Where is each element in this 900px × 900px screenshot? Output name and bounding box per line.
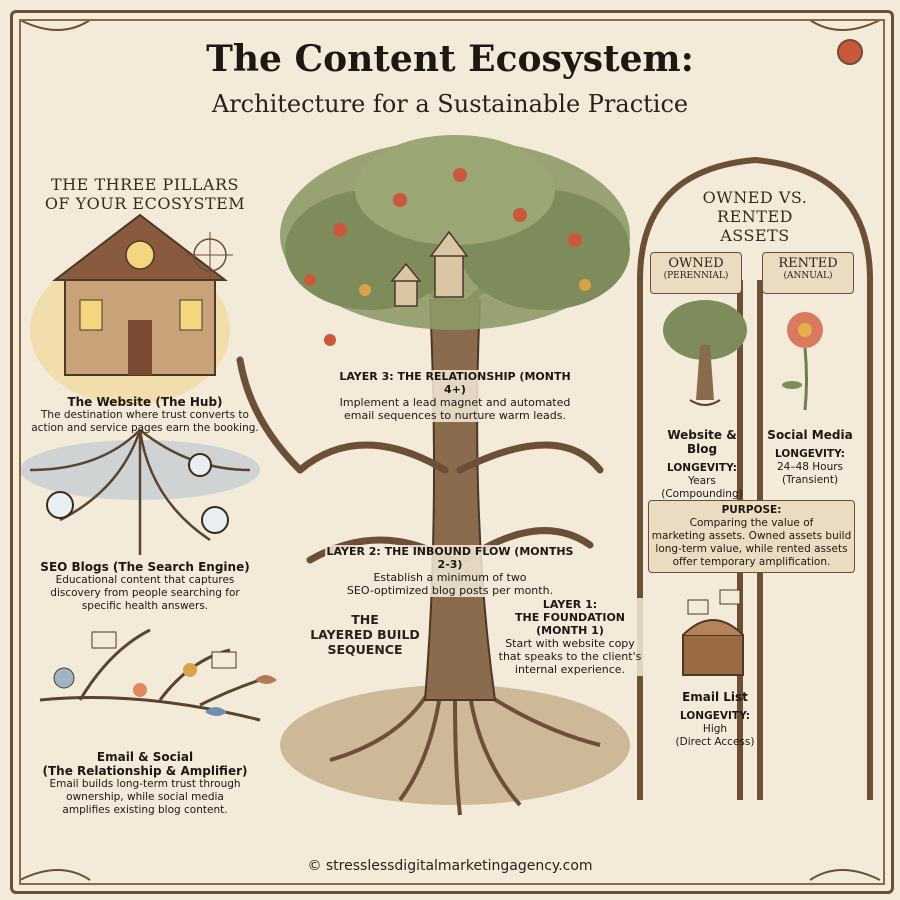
layer-2-title: LAYER 2: THE INBOUND FLOW (MONTHS 2-3) (326, 545, 574, 571)
layer-1-title-2: THE FOUNDATION (515, 611, 625, 624)
email-social-illustration (39, 628, 277, 722)
pillar-email-social: Email & Social (The Relationship & Ampli… (30, 750, 260, 817)
pillar-website-title: The Website (The Hub) (67, 395, 223, 409)
rented-longevity-label: LONGEVITY: (775, 448, 845, 460)
pillar-seo-desc-3: specific health answers. (81, 600, 209, 612)
pillar-email-desc-3: amplifies existing blog content. (62, 804, 228, 816)
email-longevity-label: LONGEVITY: (680, 710, 750, 722)
owned-tree-illustration (663, 300, 747, 406)
seo-roots-illustration (20, 429, 260, 555)
pillars-heading-line1: THE THREE PILLARS (51, 175, 239, 194)
rented-longevity-2: (Transient) (781, 474, 839, 486)
rented-banner: RENTED (ANNUAL) (762, 252, 854, 294)
layer-1-desc-2: that speaks to the client's (498, 650, 642, 663)
email-details: Email List LONGEVITY: High (Direct Acces… (660, 690, 770, 749)
layer-1-title-3: (MONTH 1) (536, 624, 604, 637)
purpose-line-1: Comparing the value of (689, 517, 814, 529)
owned-longevity-1: Years (688, 475, 716, 487)
owned-banner: OWNED (PERENNIAL) (650, 252, 742, 294)
pillar-website-desc-1: The destination where trust converts to (41, 409, 249, 421)
layer-3-desc-1: Implement a lead magnet and automated (339, 396, 571, 409)
pillar-seo-desc-1: Educational content that captures (55, 574, 235, 586)
pillar-seo: SEO Blogs (The Search Engine) Educationa… (30, 560, 260, 613)
purpose-banner: PURPOSE: Comparing the value of marketin… (648, 500, 855, 573)
page-frame (10, 10, 894, 894)
rented-longevity-1: 24–48 Hours (776, 461, 844, 473)
owned-label: OWNED (668, 256, 724, 271)
email-chest-illustration (682, 589, 744, 676)
layer-3-desc-2: email sequences to nurture warm leads. (344, 409, 566, 422)
layer-3-title: LAYER 3: THE RELATIONSHIP (MONTH 4+) (339, 370, 571, 396)
layer-2: LAYER 2: THE INBOUND FLOW (MONTHS 2-3) E… (325, 545, 575, 597)
email-longevity-2: (Direct Access) (675, 736, 755, 748)
layer-2-desc-2: SEO-optimized blog posts per month. (346, 584, 554, 597)
owned-sub: (PERENNIAL) (663, 271, 729, 281)
layer-3: LAYER 3: THE RELATIONSHIP (MONTH 4+) Imp… (330, 370, 580, 422)
pillar-website: The Website (The Hub) The destination wh… (30, 395, 260, 435)
rented-sub: (ANNUAL) (783, 271, 833, 281)
owned-longevity-2: (Compounding) (661, 488, 743, 500)
owned-details: Website & Blog LONGEVITY: Years (Compoun… (652, 428, 752, 501)
pillar-email-title-1: Email & Social (96, 750, 194, 764)
purpose-line-2: marketing assets. Owned assets build (651, 530, 852, 542)
pillars-heading-line2: OF YOUR ECOSYSTEM (44, 194, 246, 213)
page-subtitle: Architecture for a Sustainable Practice (211, 90, 689, 118)
layer-1-title-1: LAYER 1: (542, 598, 598, 611)
rented-flower-illustration (782, 312, 823, 411)
email-name: Email List (682, 690, 748, 704)
assets-heading: OWNED VS. RENTED ASSETS (680, 188, 830, 245)
tree-canopy (280, 135, 630, 346)
pillar-email-desc-1: Email builds long-term trust through (49, 778, 241, 790)
rented-name: Social Media (767, 428, 853, 442)
pillar-seo-desc-2: discovery from people searching for (50, 587, 240, 599)
purpose-line-3: long-term value, while rented assets (655, 543, 848, 555)
pillar-email-title-2: (The Relationship & Amplifier) (42, 764, 248, 778)
layer-2-desc-1: Establish a minimum of two (373, 571, 527, 584)
pillar-email-desc-2: ownership, while social media (66, 791, 224, 803)
owned-name: Website & Blog (667, 428, 737, 456)
purpose-label: PURPOSE: (721, 504, 782, 516)
assets-heading-line1: OWNED VS. (702, 188, 808, 207)
rented-details: Social Media LONGEVITY: 24–48 Hours (Tra… (760, 428, 860, 487)
purpose-line-4: offer temporary amplification. (672, 556, 831, 568)
page-title: The Content Ecosystem: (206, 38, 694, 80)
sequence-label-1: THE (351, 612, 379, 627)
layer-1-desc-3: internal experience. (514, 663, 626, 676)
assets-heading-line2: RENTED ASSETS (717, 207, 793, 245)
tree-roots (329, 688, 601, 816)
footer-credit: © stresslessdigitalmarketingagency.com (307, 858, 593, 874)
sequence-label-3: SEQUENCE (327, 642, 403, 657)
sequence-label-2: LAYERED BUILD (310, 627, 420, 642)
layer-1: LAYER 1: THE FOUNDATION (MONTH 1) Start … (495, 598, 645, 676)
layer-1-desc-1: Start with website copy (505, 637, 635, 650)
website-house-illustration (30, 213, 233, 405)
canopy-houses (390, 230, 469, 307)
owned-longevity-label: LONGEVITY: (667, 462, 737, 474)
sequence-label: THE LAYERED BUILD SEQUENCE (300, 612, 430, 657)
pillars-heading: THE THREE PILLARS OF YOUR ECOSYSTEM (40, 175, 250, 213)
pillar-seo-title: SEO Blogs (The Search Engine) (40, 560, 250, 574)
pillar-website-desc-2: action and service pages earn the bookin… (31, 422, 259, 434)
rented-label: RENTED (778, 256, 838, 271)
corner-vines (19, 19, 881, 881)
email-longevity-1: High (702, 723, 728, 735)
